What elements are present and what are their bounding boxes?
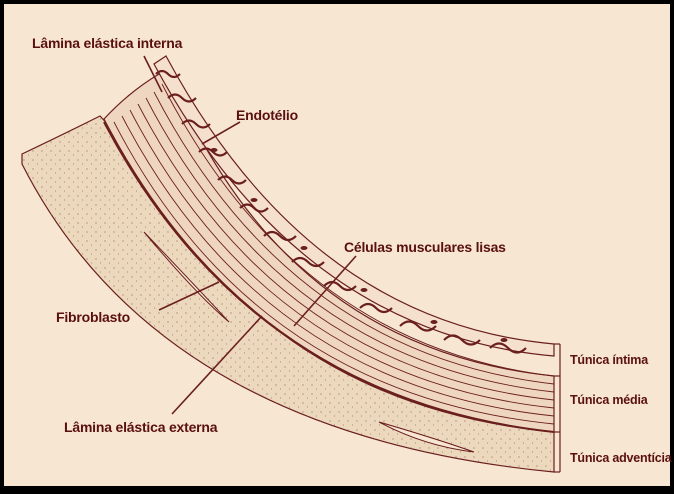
- label-endotelio: Endotélio: [236, 108, 298, 122]
- label-tunica-intima: Túnica íntima: [570, 354, 648, 367]
- label-tunica-media: Túnica média: [570, 394, 647, 407]
- label-lamina-elastica-externa: Lâmina elástica externa: [64, 420, 217, 434]
- label-celulas-musculares-lisas: Células musculares lisas: [344, 240, 506, 254]
- label-tunica-adventicia: Túnica adventícia: [570, 452, 672, 465]
- label-lamina-elastica-interna: Lâmina elástica interna: [32, 36, 182, 50]
- label-fibroblasto: Fibroblasto: [56, 310, 130, 324]
